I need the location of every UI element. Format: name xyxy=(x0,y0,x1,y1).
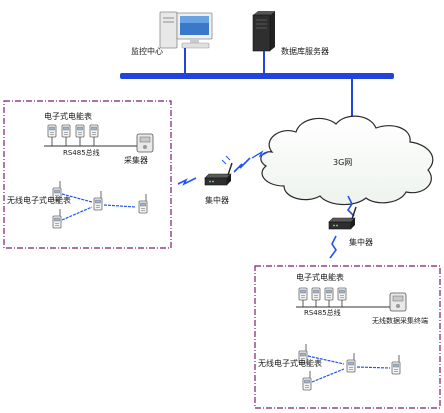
bottom-meter-group-box xyxy=(254,265,441,409)
top-wireless-meter-label: 无线电子式电能表 xyxy=(7,195,71,205)
database-server-icon xyxy=(252,11,275,52)
top-rs485-meters xyxy=(47,124,99,138)
top-rs485-label: RS485总线 xyxy=(63,148,100,157)
wireless-link-icon xyxy=(177,177,197,186)
wireless-link-icon xyxy=(329,235,337,259)
monitoring-center-computer-icon xyxy=(159,11,213,49)
concentrator-right-label: 集中器 xyxy=(349,237,373,247)
bottom-collector-icon xyxy=(389,292,407,312)
3g-network-label: 3G网 xyxy=(333,158,352,167)
bottom-collector-label: 无线数据采集终端 xyxy=(372,316,428,325)
concentrator-right-icon xyxy=(328,206,357,230)
wireless-link-icon xyxy=(233,157,251,173)
network-bus xyxy=(120,73,394,79)
top-meter-group-box xyxy=(3,100,172,249)
top-group-title: 电子式电能表 xyxy=(44,111,92,121)
bottom-group-title: 电子式电能表 xyxy=(296,272,344,282)
bottom-wireless-meter-label: 无线电子式电能表 xyxy=(258,358,322,368)
wireless-link-icon xyxy=(346,195,355,217)
database-server-label: 数据库服务器 xyxy=(281,46,329,56)
concentrator-left-icon xyxy=(204,162,233,186)
bottom-rs485-meters xyxy=(298,287,347,301)
3g-network-cloud xyxy=(260,115,434,206)
bottom-rs485-label: RS485总线 xyxy=(304,308,341,317)
collector-label: 采集器 xyxy=(124,155,148,165)
collector-icon xyxy=(136,133,154,153)
monitoring-center-label: 监控中心 xyxy=(131,46,163,56)
concentrator-left-label: 集中器 xyxy=(205,195,229,205)
